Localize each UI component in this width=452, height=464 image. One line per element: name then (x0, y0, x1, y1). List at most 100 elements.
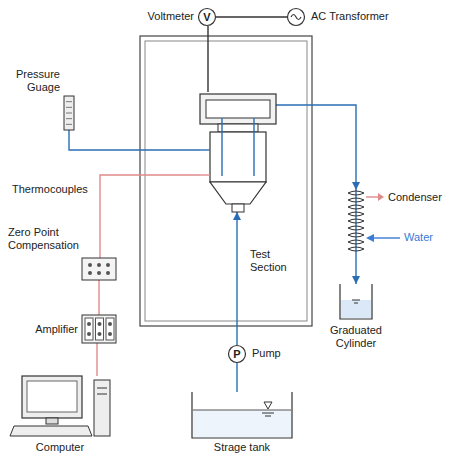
inner-pipes (222, 118, 254, 176)
shape-outline (338, 284, 374, 320)
part-label: Condenser (388, 191, 442, 204)
tower (94, 380, 110, 436)
shape-outline (82, 258, 116, 280)
gauge-stub (200, 149, 210, 150)
zero-point-box: Zero Point Compensation (82, 258, 116, 280)
part-label: Pressure Guage (6, 68, 60, 94)
gauge-tick (66, 124, 72, 125)
terminal (97, 263, 101, 267)
drive-slot (97, 388, 107, 389)
part-label: AC Transformer (311, 10, 389, 23)
liquid (341, 300, 371, 318)
symbol-letter: V (198, 8, 216, 26)
level-mark (352, 300, 360, 303)
circle-outline (229, 346, 246, 363)
connector (96, 343, 97, 376)
shape-outline (82, 315, 116, 343)
monitor (22, 376, 82, 418)
shape-outline (8, 376, 112, 438)
pressure-gauge: Pressure Guage (64, 96, 74, 130)
connector (69, 130, 200, 150)
connector (98, 280, 99, 315)
channel (106, 318, 114, 340)
knob (87, 322, 91, 326)
circle-outline (288, 9, 305, 26)
graduated-cylinder: Graduated Cylinder (338, 284, 374, 320)
water-level (193, 410, 291, 411)
screen (27, 381, 77, 412)
nozzle (232, 204, 244, 212)
connector (216, 16, 287, 17)
amplifier-box: Amplifier (82, 315, 116, 343)
channel (85, 318, 93, 340)
heater-block (200, 94, 276, 124)
connector (236, 363, 237, 392)
inner-frame (145, 41, 307, 321)
knob (87, 332, 91, 336)
symbol-letter: P (228, 345, 246, 363)
heater-inner (206, 100, 270, 118)
ac-symbol (291, 15, 301, 20)
gauge-tick (66, 101, 72, 102)
cone (210, 182, 266, 204)
water-arrowhead (366, 234, 374, 242)
storage-tank: Strage tank (192, 392, 292, 438)
circle-outline (199, 9, 216, 26)
drive-slot (97, 394, 107, 395)
coil-windings (348, 191, 364, 251)
terminal (97, 271, 101, 275)
part-label: Voltmeter (136, 10, 194, 23)
terminal (88, 271, 92, 275)
gauge-tick (66, 107, 72, 108)
shape-outline (192, 392, 292, 438)
gauge-tick (66, 113, 72, 114)
gauge-tick (66, 118, 72, 119)
connector (207, 26, 208, 92)
water-arrow (372, 237, 400, 238)
shape-outline (287, 8, 305, 26)
part-label: Strage tank (192, 441, 292, 454)
connector (236, 212, 237, 345)
body (210, 132, 266, 182)
part-label: Test Section (250, 248, 304, 274)
box-outline (82, 315, 116, 343)
cylinder-outline (340, 284, 372, 319)
part-label: Amplifier (26, 323, 78, 336)
pump: PPump (228, 345, 246, 363)
gauge-body (64, 96, 74, 130)
part-label: Pump (252, 347, 281, 360)
level-mark (262, 402, 274, 416)
part-label: Zero Point Compensation (8, 226, 92, 252)
knob (108, 322, 112, 326)
computer-icon: Computer (8, 376, 112, 438)
channel (96, 318, 104, 340)
outlet-arrowhead (378, 193, 384, 201)
condenser-coil: Condenser (348, 190, 364, 254)
outer-frame (140, 36, 312, 326)
shape-outline (200, 92, 276, 212)
part-label: Graduated Cylinder (322, 324, 390, 350)
connector (355, 254, 356, 284)
connector (100, 175, 200, 258)
terminal (88, 263, 92, 267)
tank-outline (192, 392, 292, 438)
shape-outline (64, 96, 74, 130)
terminal (106, 271, 110, 275)
thermocouple-stub (200, 174, 210, 175)
terminal (106, 263, 110, 267)
knob (108, 332, 112, 336)
ac-transformer: AC Transformer (287, 8, 305, 26)
knob (98, 332, 102, 336)
test-section: Test Section (200, 92, 276, 212)
knob (98, 322, 102, 326)
connector (276, 105, 356, 190)
box-outline (82, 258, 116, 280)
liquid (193, 410, 291, 437)
wire-label: Thermocouples (12, 183, 88, 196)
stand (46, 418, 58, 424)
keyboard (10, 426, 92, 436)
part-label: Computer (8, 441, 112, 454)
shape-outline (348, 190, 364, 254)
voltmeter: VoltmeterV (198, 8, 216, 26)
